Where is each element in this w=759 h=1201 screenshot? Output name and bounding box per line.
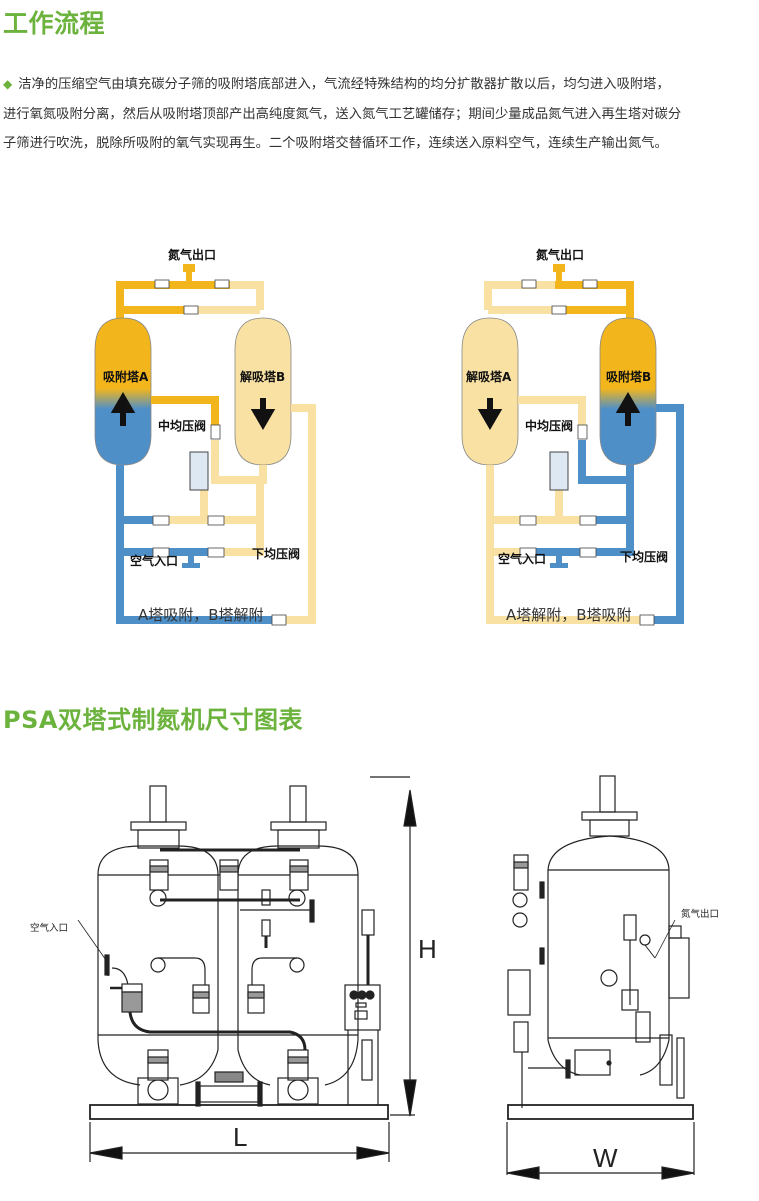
paragraph-line-1: ◆洁净的压缩空气由填充碳分子筛的吸附塔底部进入，气流经特殊结构的均分扩散器扩散以… [3, 77, 670, 92]
paragraph-line-2: 进行氧氮吸附分离，然后从吸附塔顶部产出高纯度氮气，送入氮气工艺罐储存；期间少量成… [3, 106, 682, 122]
low-valve-label: 下均压阀 [252, 547, 301, 561]
arrow-right-icon [661, 1166, 695, 1180]
valve-icon [214, 279, 230, 289]
valve-icon [207, 515, 225, 526]
diamond-bullet-icon: ◆ [3, 77, 13, 91]
down-arrow-icon [477, 398, 503, 430]
arrow-up-icon [403, 789, 417, 827]
valve-icon [210, 424, 221, 440]
valve-icon [519, 515, 537, 526]
arrow-left-icon [506, 1166, 540, 1180]
flow-diagram-b-graphic [461, 264, 684, 626]
length-dimension-label: L [233, 1122, 248, 1152]
workflow-description: ◆洁净的压缩空气由填充碳分子筛的吸附塔底部进入，气流经特殊结构的均分扩散器扩散以… [3, 70, 759, 159]
flow-diagram-b-adsorbing: 氮气出口 解吸塔A 吸附塔B 中均压阀 空气入口 下均压阀 A塔解附，B塔吸附 [440, 230, 700, 630]
side-view-machine [507, 775, 694, 1120]
valve-icon [519, 547, 537, 558]
filter-icon [549, 451, 569, 491]
height-dimension-label: H [418, 934, 437, 964]
valve-icon [579, 547, 597, 558]
air-inlet-label: 空气入口 [130, 554, 179, 568]
valve-icon [639, 614, 655, 626]
low-valve-label: 下均压阀 [620, 550, 669, 564]
tower-b-shape [599, 317, 657, 466]
front-and-side-view-graphic [77, 775, 695, 1180]
nitrogen-outlet-label: 氮气出口 [536, 248, 585, 262]
width-dimension-label: W [593, 1143, 618, 1173]
arrow-left-icon [89, 1146, 123, 1160]
section-title-dimensions: PSA双塔式制氮机尺寸图表 [3, 706, 303, 734]
tower-a-label: 吸附塔A [103, 370, 149, 384]
arrow-right-icon [356, 1146, 390, 1160]
valve-icon [551, 305, 567, 315]
tower-a-shape [94, 317, 152, 466]
front-air-inlet-label: 空气入口 [30, 923, 69, 934]
tower-b-label: 吸附塔B [606, 370, 652, 384]
valve-icon [521, 279, 537, 289]
flow-diagram-a-graphic [94, 264, 316, 626]
tower-b-label: 解吸塔B [240, 370, 286, 384]
valve-icon [183, 305, 199, 315]
side-nitrogen-outlet-label: 氮气出口 [681, 909, 720, 920]
valve-icon [152, 547, 170, 558]
section-title-workflow: 工作流程 [3, 9, 106, 38]
valve-icon [577, 424, 588, 440]
valve-icon [154, 279, 170, 289]
air-inlet-label: 空气入口 [498, 552, 547, 566]
arrow-down-icon [403, 1079, 417, 1117]
dimension-drawings: 空气入口 H L 氮气出口 W [0, 760, 759, 1200]
front-view-machine [77, 785, 389, 1120]
flow-diagram-a-adsorbing: 氮气出口 吸附塔A 解吸塔B 中均压阀 空气入口 下均压阀 A塔吸附，B塔解附 [80, 230, 340, 630]
diagram-b-caption: A塔解附，B塔吸附 [506, 606, 632, 624]
up-arrow-icon [615, 392, 641, 426]
nitrogen-outlet-label: 氮气出口 [168, 248, 217, 262]
down-arrow-icon [250, 398, 276, 430]
mid-valve-label: 中均压阀 [525, 419, 574, 433]
valve-icon [152, 515, 170, 526]
mid-valve-label: 中均压阀 [158, 419, 207, 433]
diagram-a-caption: A塔吸附，B塔解附 [138, 606, 264, 624]
valve-icon [579, 515, 597, 526]
filter-icon [189, 451, 209, 491]
valve-icon [582, 279, 598, 289]
tower-b-shape [234, 317, 292, 466]
tower-a-shape [461, 317, 519, 466]
valve-icon [271, 614, 287, 626]
valve-icon [207, 547, 225, 558]
up-arrow-icon [110, 392, 136, 426]
tower-a-label: 解吸塔A [466, 370, 512, 384]
paragraph-line-3: 子筛进行吹洗，脱除所吸附的氧气实现再生。二个吸附塔交替循环工作，连续送入原料空气… [3, 136, 668, 151]
